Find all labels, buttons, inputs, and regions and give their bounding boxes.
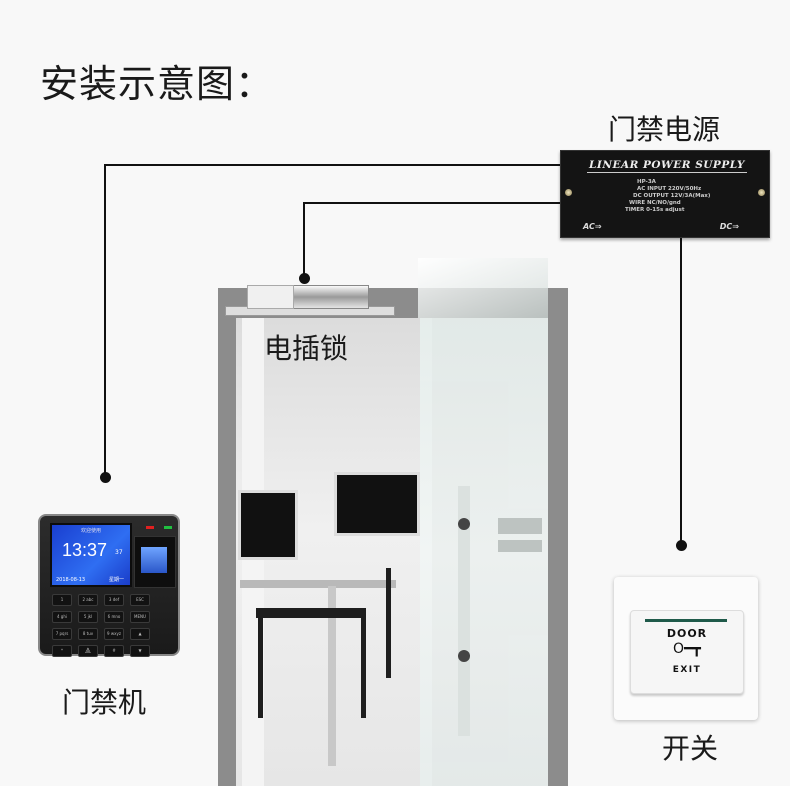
key: ▲ <box>130 628 150 640</box>
door-handle <box>458 650 470 662</box>
electric-lock-label: 电插锁 <box>264 332 349 365</box>
glass-door-panel <box>420 318 548 786</box>
key: * <box>52 645 72 657</box>
psu-spec: TIMER 0-15s adjust <box>625 207 685 213</box>
glass-door-top <box>418 258 548 318</box>
key: 6 mno <box>104 611 124 623</box>
indicator-bar <box>645 619 727 622</box>
key: 8 tuv <box>78 628 98 640</box>
exit-text: EXIT <box>672 665 702 675</box>
key: 1 <box>52 594 72 606</box>
key: # <box>104 645 124 657</box>
screen-seconds: 37 <box>115 549 123 556</box>
screen-date: 2018-08-13 <box>56 577 86 583</box>
key: ▼ <box>130 645 150 657</box>
keypad: 1 2 abc 3 def ESC 4 ghi 5 jkl 6 mno MENU… <box>52 594 150 657</box>
screw-icon <box>565 189 572 196</box>
ac-terminal-label: AC⇒ <box>583 222 602 231</box>
key: 0 <box>78 645 98 657</box>
key-icon: O━┳ <box>673 641 701 657</box>
red-led-icon <box>146 526 154 529</box>
switch-connection-dot <box>676 540 687 551</box>
fingerprint-sensor-icon <box>141 547 167 573</box>
exit-switch-label: 开关 <box>662 732 719 765</box>
access-control-terminal: 欢迎使用 13:37 37 2018-08-13 星期一 1 2 abc 3 d… <box>38 514 180 657</box>
controller-connection-dot <box>100 472 111 483</box>
psu-spec: AC INPUT 220V/50Hz <box>637 186 702 192</box>
doorbell-icon: △ <box>85 646 91 654</box>
fingerprint-reader <box>134 536 176 588</box>
screen-time: 13:37 <box>62 540 108 560</box>
exit-switch: DOOR O━┳ EXIT <box>614 577 758 720</box>
key: 5 jkl <box>78 611 98 623</box>
key: MENU <box>130 611 150 623</box>
power-supply-label: 门禁电源 <box>608 113 721 146</box>
dc-terminal-label: DC⇒ <box>719 222 739 231</box>
office-interior <box>236 318 432 786</box>
psu-spec: HP-3A <box>637 179 656 185</box>
exit-button: DOOR O━┳ EXIT <box>630 610 744 694</box>
door-handle <box>458 518 470 530</box>
door-text: DOOR <box>666 627 708 640</box>
key: 4 ghi <box>52 611 72 623</box>
key: 2 abc <box>78 594 98 606</box>
diagram-title: 安装示意图： <box>40 62 275 106</box>
key: ESC <box>130 594 150 606</box>
psu-brand-text: LINEAR POWER SUPPLY <box>587 159 747 173</box>
screw-icon <box>758 189 765 196</box>
electric-lock-housing <box>247 285 294 309</box>
power-supply-unit: LINEAR POWER SUPPLY HP-3A AC INPUT 220V/… <box>560 150 770 238</box>
key: 3 def <box>104 594 124 606</box>
key: 7 pqrs <box>52 628 72 640</box>
access-controller-label: 门禁机 <box>62 686 147 719</box>
lock-connection-dot <box>299 273 310 284</box>
psu-spec: WIRE NC/NO/gnd <box>629 200 681 206</box>
psu-spec: DC OUTPUT 12V/3A(Max) <box>633 193 711 199</box>
green-led-icon <box>164 526 172 529</box>
screen-header: 欢迎使用 <box>80 528 101 534</box>
key: 9 wxyz <box>104 628 124 640</box>
terminal-screen: 欢迎使用 13:37 37 2018-08-13 星期一 <box>50 523 132 587</box>
screen-weekday: 星期一 <box>108 577 124 583</box>
